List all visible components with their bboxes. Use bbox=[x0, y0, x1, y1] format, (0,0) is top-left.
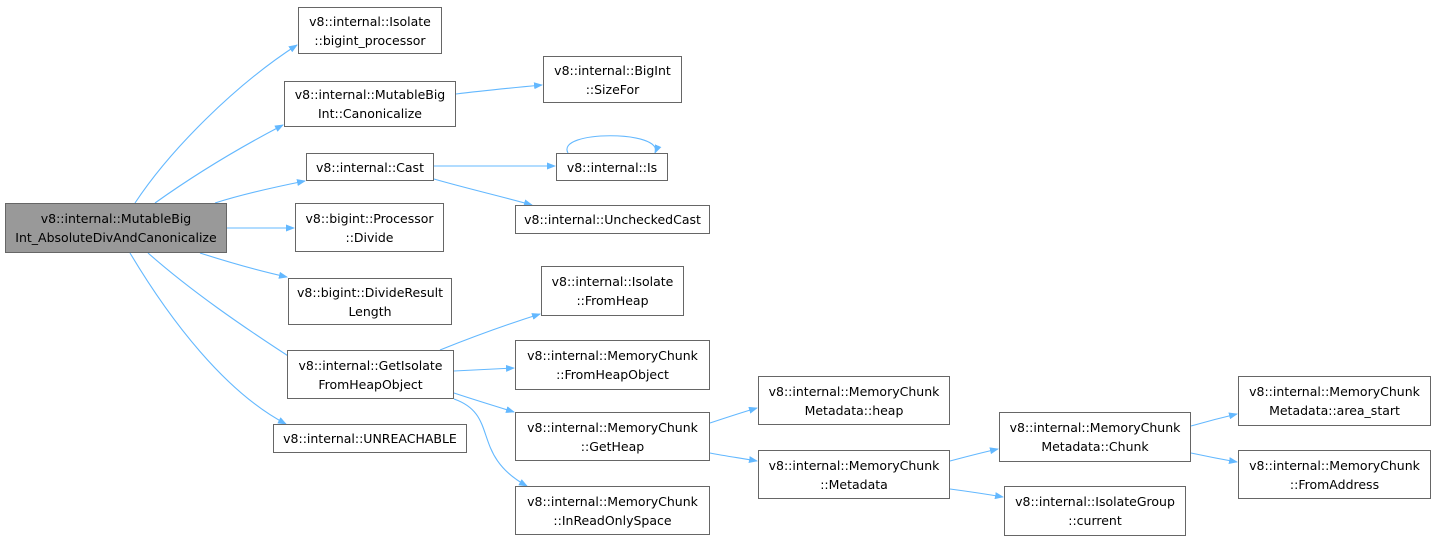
node-memorychunk-fromheapobject[interactable]: v8::internal::MemoryChunk ::FromHeapObje… bbox=[515, 340, 710, 390]
node-internal-is-line-1: v8::internal::Is bbox=[566, 159, 658, 175]
node-memorychunkmetadata-chunk-line-2: Metadata::Chunk bbox=[1041, 439, 1149, 454]
edge-root-to-internal-unreachable bbox=[129, 252, 287, 425]
node-root[interactable]: v8::internal::MutableBig Int_AbsoluteDiv… bbox=[5, 203, 227, 253]
edge-internal-cast-to-internal-uncheckedcast bbox=[433, 178, 533, 207]
edge-get-isolate-to-memorychunk-inreadonlyspace bbox=[453, 398, 528, 487]
node-isolategroup-current-line-1: v8::internal::IsolateGroup bbox=[1015, 494, 1175, 509]
node-get-isolate-from-heap-object[interactable]: v8::internal::GetIsolate FromHeapObject bbox=[287, 350, 454, 399]
node-internal-cast-line-1: v8::internal::Cast bbox=[316, 159, 424, 175]
node-processor-divide-line-1: v8::bigint::Processor bbox=[305, 210, 434, 226]
node-memorychunk-getheap-line-2: ::GetHeap bbox=[580, 438, 645, 454]
node-get-isolate-from-heap-object-line-2: FromHeapObject bbox=[318, 376, 423, 392]
node-divide-result-length-line-1: v8::bigint::DivideResult bbox=[296, 284, 444, 300]
node-memorychunkmetadata-chunk-line-1: v8::internal::MemoryChunk bbox=[1009, 420, 1181, 435]
edge-internal-is-self-loop bbox=[566, 135, 662, 154]
edge-mutablebigint-canonicalize-to-bigint-sizefor bbox=[455, 82, 543, 95]
node-root-line-2: Int_AbsoluteDivAndCanonicalize bbox=[15, 230, 217, 245]
edge-getheap-to-memorychunkmetadata-heap bbox=[709, 406, 758, 424]
edge-root-to-mutablebigint-canonicalize bbox=[154, 124, 284, 204]
node-memorychunk-metadata-line-2: ::Metadata bbox=[820, 476, 888, 492]
node-memorychunk-fromheapobject-line-2: ::FromHeapObject bbox=[556, 367, 669, 382]
node-memorychunkmetadata-area-start-line-1: v8::internal::MemoryChunk bbox=[1249, 384, 1420, 399]
edge-metadata-to-isolategroup-current bbox=[949, 488, 1004, 500]
node-internal-unreachable-line-1: v8::internal::UNREACHABLE bbox=[283, 431, 457, 446]
node-memorychunk-inreadonlyspace-line-1: v8::internal::MemoryChunk bbox=[527, 493, 698, 509]
node-memorychunkmetadata-heap-line-2: Metadata::heap bbox=[804, 402, 904, 418]
node-isolate-fromheap[interactable]: v8::internal::Isolate ::FromHeap bbox=[541, 266, 684, 316]
edge-get-isolate-to-isolate-fromheap bbox=[439, 313, 541, 351]
node-mutablebigint-canonicalize-line-1: v8::internal::MutableBig bbox=[294, 87, 446, 102]
node-processor-divide[interactable]: v8::bigint::Processor ::Divide bbox=[295, 203, 444, 252]
node-memorychunk-inreadonlyspace-line-2: ::InReadOnlySpace bbox=[553, 512, 672, 528]
node-internal-uncheckedcast[interactable]: v8::internal::UncheckedCast bbox=[515, 205, 710, 234]
edge-metadata-to-memorychunkmetadata-chunk bbox=[949, 447, 999, 462]
node-divide-result-length-line-2: Length bbox=[348, 303, 392, 319]
node-memorychunkmetadata-area-start-line-2: Metadata::area_start bbox=[1269, 403, 1400, 418]
node-isolate-fromheap-line-1: v8::internal::Isolate bbox=[551, 274, 674, 289]
node-get-isolate-from-heap-object-line-1: v8::internal::GetIsolate bbox=[298, 357, 443, 373]
node-memorychunk-getheap-line-1: v8::internal::MemoryChunk bbox=[527, 419, 698, 435]
node-bigint-sizefor-line-2: ::SizeFor bbox=[585, 81, 640, 97]
node-isolate-bigint-processor-line-1: v8::internal::Isolate bbox=[309, 13, 431, 29]
node-root-line-1: v8::internal::MutableBig bbox=[40, 211, 192, 226]
node-processor-divide-line-2: ::Divide bbox=[345, 229, 394, 245]
node-memorychunkmetadata-heap[interactable]: v8::internal::MemoryChunk Metadata::heap bbox=[758, 376, 950, 425]
node-isolate-bigint-processor-line-2: ::bigint_processor bbox=[314, 32, 426, 48]
node-internal-cast[interactable]: v8::internal::Cast bbox=[306, 153, 434, 181]
node-memorychunkmetadata-heap-line-1: v8::internal::MemoryChunk bbox=[768, 383, 940, 399]
node-memorychunk-metadata[interactable]: v8::internal::MemoryChunk ::Metadata bbox=[758, 450, 950, 499]
edge-get-isolate-to-memorychunk-fromheapobject bbox=[453, 364, 515, 372]
node-memorychunk-fromaddress-line-1: v8::internal::MemoryChunk bbox=[1249, 457, 1420, 473]
node-isolate-fromheap-line-2: ::FromHeap bbox=[576, 293, 649, 308]
node-memorychunkmetadata-chunk[interactable]: v8::internal::MemoryChunk Metadata::Chun… bbox=[999, 412, 1191, 462]
node-isolate-bigint-processor[interactable]: v8::internal::Isolate ::bigint_processor bbox=[298, 7, 442, 54]
node-isolategroup-current-line-2: ::current bbox=[1068, 513, 1122, 528]
edge-chunk-to-memorychunk-fromaddress bbox=[1190, 452, 1238, 465]
node-divide-result-length[interactable]: v8::bigint::DivideResult Length bbox=[288, 278, 452, 325]
edge-root-to-divide-result-length bbox=[199, 252, 288, 279]
node-mutablebigint-canonicalize-line-2: Int::Canonicalize bbox=[317, 106, 423, 121]
edge-root-to-get-isolate-from-heap-object bbox=[147, 252, 300, 364]
node-memorychunk-getheap[interactable]: v8::internal::MemoryChunk ::GetHeap bbox=[515, 412, 710, 461]
node-bigint-sizefor[interactable]: v8::internal::BigInt ::SizeFor bbox=[543, 56, 682, 103]
node-memorychunk-fromaddress-line-2: ::FromAddress bbox=[1289, 476, 1380, 492]
edge-chunk-to-memorychunkmetadata-area-start bbox=[1190, 412, 1238, 427]
node-isolategroup-current[interactable]: v8::internal::IsolateGroup ::current bbox=[1004, 486, 1186, 536]
node-memorychunk-fromaddress[interactable]: v8::internal::MemoryChunk ::FromAddress bbox=[1238, 450, 1431, 499]
node-memorychunkmetadata-area-start[interactable]: v8::internal::MemoryChunk Metadata::area… bbox=[1238, 376, 1431, 426]
node-memorychunk-inreadonlyspace[interactable]: v8::internal::MemoryChunk ::InReadOnlySp… bbox=[515, 486, 710, 535]
edge-getheap-to-memorychunk-metadata bbox=[709, 452, 758, 464]
edge-root-to-internal-cast bbox=[214, 179, 306, 204]
node-internal-uncheckedcast-line-1: v8::internal::UncheckedCast bbox=[524, 212, 701, 227]
node-bigint-sizefor-line-1: v8::internal::BigInt bbox=[554, 62, 671, 78]
node-memorychunk-fromheapobject-line-1: v8::internal::MemoryChunk bbox=[527, 348, 698, 363]
node-internal-is[interactable]: v8::internal::Is bbox=[556, 153, 668, 181]
node-internal-unreachable[interactable]: v8::internal::UNREACHABLE bbox=[273, 424, 467, 453]
node-mutablebigint-canonicalize[interactable]: v8::internal::MutableBig Int::Canonicali… bbox=[284, 81, 456, 127]
node-memorychunk-metadata-line-1: v8::internal::MemoryChunk bbox=[768, 457, 940, 473]
edge-root-to-isolate-bigint-processor bbox=[134, 44, 298, 204]
edge-get-isolate-to-memorychunk-getheap bbox=[453, 392, 515, 413]
